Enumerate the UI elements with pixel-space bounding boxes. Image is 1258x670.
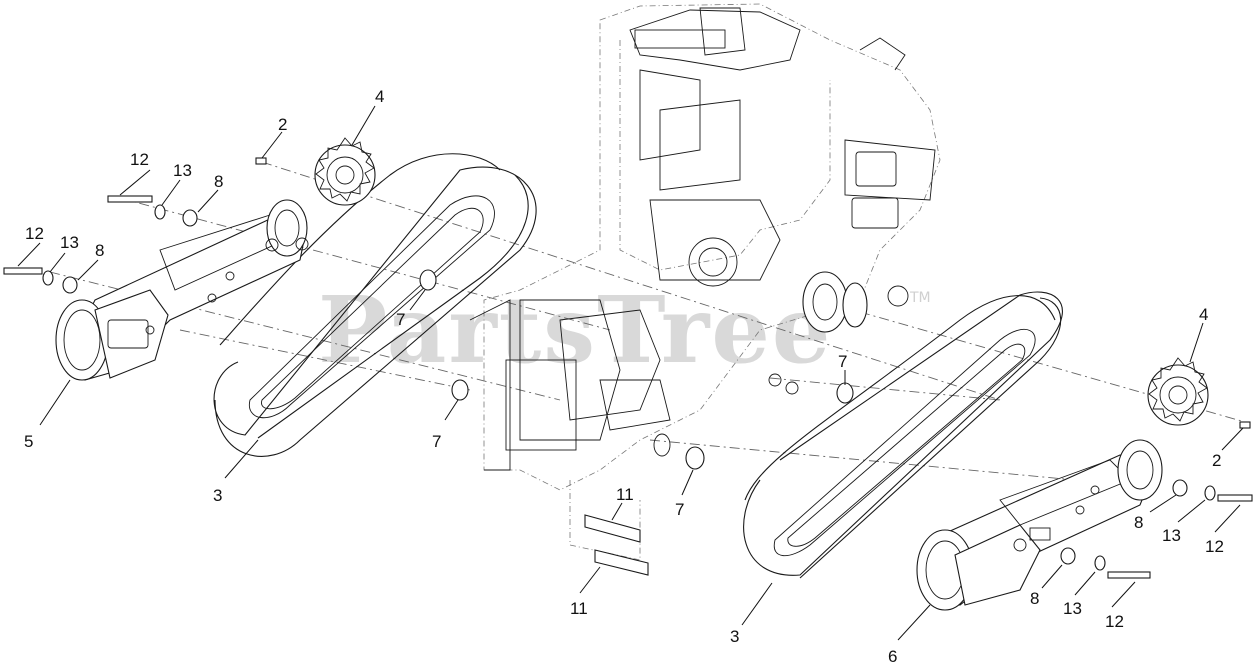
watermark-text: PartsTree [318,276,832,384]
right-track-frame [916,439,1163,611]
callout-labels: 2 4 12 13 8 12 13 8 7 5 7 3 7 11 7 11 4 … [24,87,1224,666]
callout-4: 4 [1199,305,1208,324]
callout-8: 8 [214,172,223,191]
right-track [743,291,1063,579]
callout-13: 13 [1162,526,1181,545]
watermark-trademark: TM [909,290,931,306]
callout-13: 13 [60,233,79,252]
callout-13: 13 [1063,599,1082,618]
leader-lines [17,105,1244,641]
sprocket-left [314,137,376,206]
callout-12: 12 [1105,612,1124,631]
callout-7: 7 [675,500,684,519]
callout-7: 7 [838,352,847,371]
hardware [3,157,1253,579]
callout-3: 3 [213,486,222,505]
left-track [213,153,537,457]
left-track-frame [55,199,309,381]
callout-12: 12 [1205,537,1224,556]
callout-13: 13 [173,161,192,180]
callout-4: 4 [375,87,384,106]
callout-2: 2 [1212,451,1221,470]
callout-3: 3 [730,627,739,646]
callout-12: 12 [130,150,149,169]
callout-8: 8 [1030,589,1039,608]
callout-12: 12 [25,224,44,243]
callout-2: 2 [278,115,287,134]
callout-8: 8 [95,241,104,260]
sprocket-right [1147,357,1209,426]
callout-8: 8 [1134,513,1143,532]
callout-11: 11 [570,599,588,618]
callout-5: 5 [24,432,33,451]
callout-7: 7 [396,310,405,329]
callout-7: 7 [432,432,441,451]
callout-11: 11 [616,485,634,504]
callout-6: 6 [888,647,897,666]
